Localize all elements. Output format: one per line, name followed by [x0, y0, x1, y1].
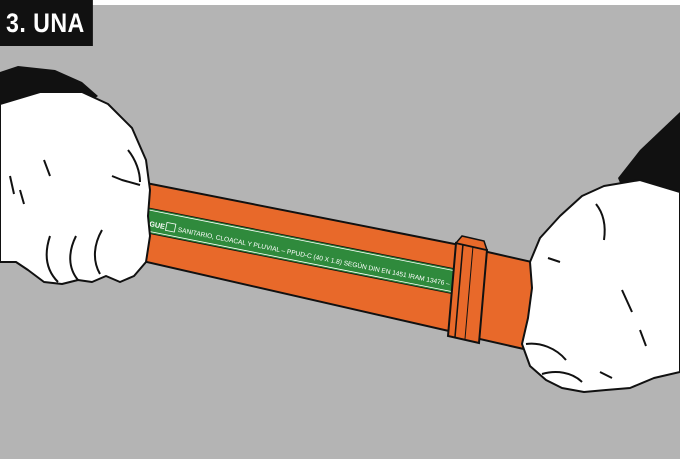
socket-ring	[448, 243, 487, 343]
step-label: 3. UNA	[0, 0, 92, 46]
